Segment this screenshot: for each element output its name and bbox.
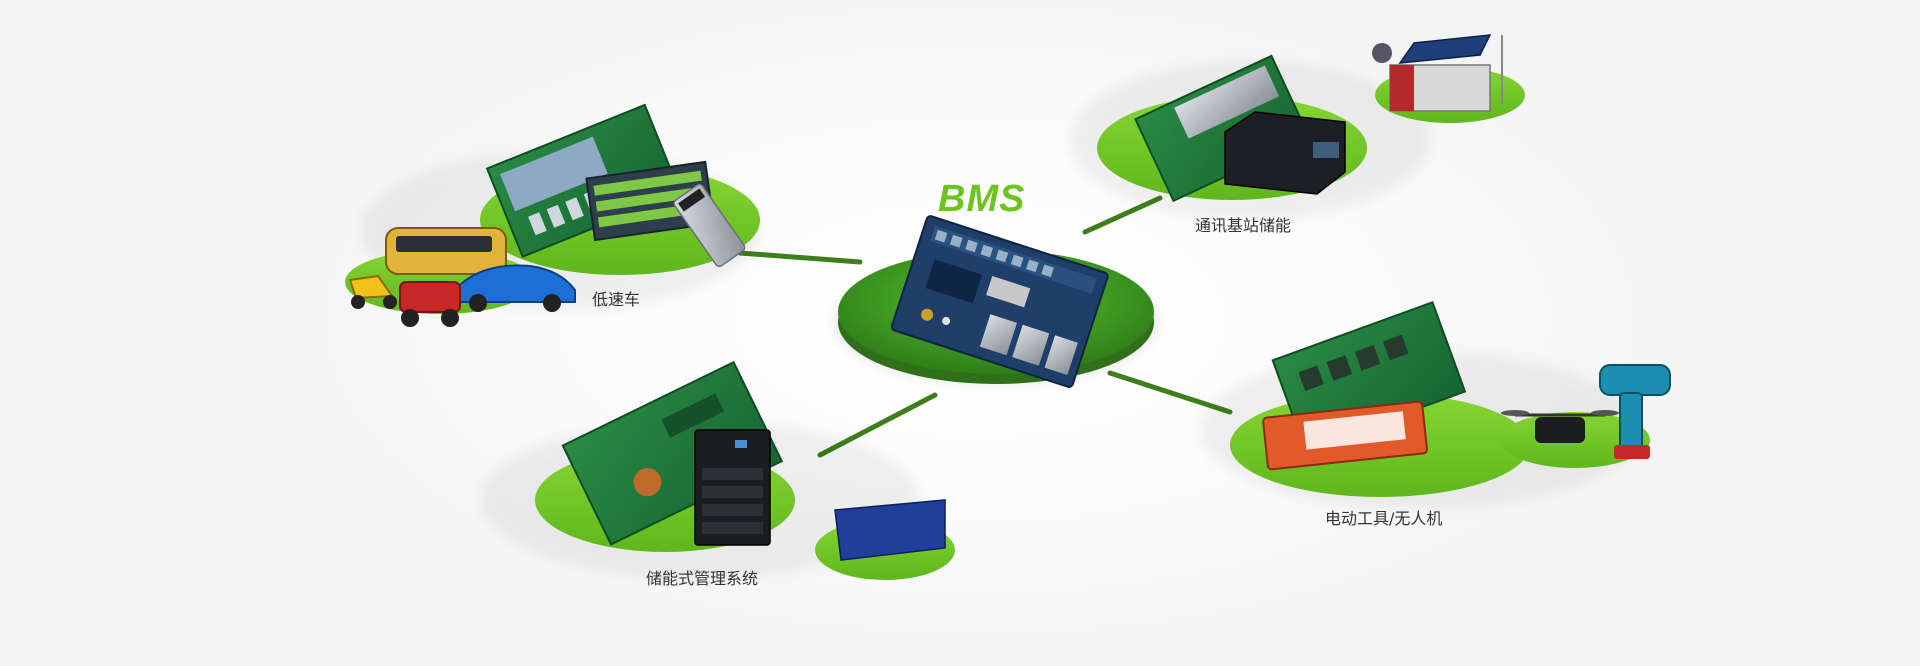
connector-left xyxy=(737,250,863,265)
bms-logo: BMS xyxy=(938,178,1026,220)
battery-pack-icon xyxy=(1262,400,1428,471)
connector-bottom-right xyxy=(1107,370,1233,415)
battery-box-icon xyxy=(834,499,946,561)
label-telecom-base-station: 通讯基站储能 xyxy=(1195,216,1292,235)
island-energy-storage-system xyxy=(480,360,955,580)
label-energy-storage-system: 储能式管理系统 xyxy=(646,569,759,588)
drone-icon xyxy=(1501,410,1619,443)
drill-icon xyxy=(1599,364,1671,459)
pcb-board-icon xyxy=(890,215,1109,388)
server-cabinet-icon xyxy=(694,429,771,546)
battery-box-icon xyxy=(673,183,746,268)
battery-box-icon xyxy=(1224,111,1346,195)
island-low-speed-vehicle xyxy=(345,103,760,327)
center-hub xyxy=(836,215,1156,388)
solar-house-icon xyxy=(1372,34,1503,112)
label-power-tools-drones: 电动工具/无人机 xyxy=(1325,509,1443,528)
island-telecom-base-station xyxy=(1070,34,1525,220)
vehicle-icon xyxy=(348,227,576,327)
label-low-speed-vehicle: 低速车 xyxy=(592,290,641,309)
island-power-tools-drones xyxy=(1200,300,1671,510)
